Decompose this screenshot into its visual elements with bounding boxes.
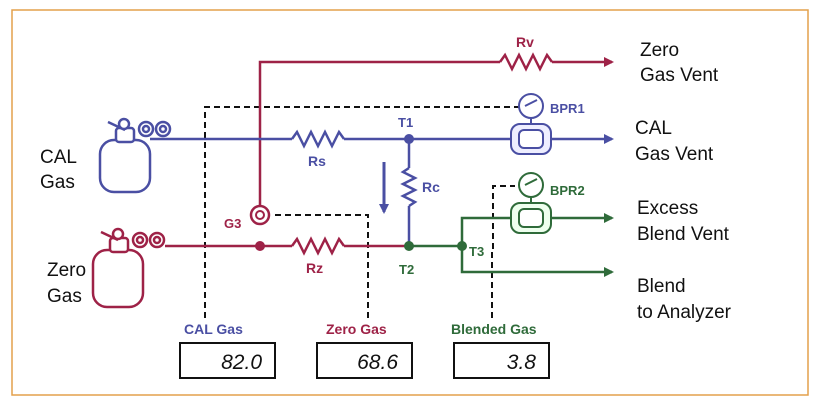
blended-gas-readout-label: Blended Gas: [451, 321, 537, 337]
rz-label: Rz: [306, 260, 323, 276]
cal-gas-cylinder-icon: [98, 117, 172, 194]
t1-node: [404, 134, 414, 144]
blended-gas-readout-value: 3.8: [507, 351, 537, 374]
t3-label: T3: [469, 244, 484, 259]
zero-gas-label-line2: Gas: [47, 286, 82, 307]
g3-gauge-icon: [249, 204, 271, 226]
zero-gas-readout-label: Zero Gas: [326, 321, 387, 337]
zero-gas-readout-box: [316, 342, 413, 379]
bpr2-regulator-icon: [510, 172, 552, 234]
t2-label: T2: [399, 262, 414, 277]
diagram-frame: [11, 9, 809, 396]
dashed-signal-lines: [204, 106, 530, 318]
cal-gas-label-line2: Gas: [40, 172, 75, 193]
cal-gas-label-line1: CAL: [40, 147, 77, 168]
t2-node: [404, 241, 414, 251]
cal-gas-readout-value: 82.0: [221, 351, 262, 374]
blend-to-analyzer-label-line1: Blend: [637, 276, 686, 297]
blended-gas-readout-box: [453, 342, 550, 379]
zero-gas-cylinder-icon: [91, 227, 166, 309]
zero-gas-readout-value: 68.6: [357, 351, 398, 374]
blend-to-analyzer-label-line2: to Analyzer: [637, 302, 732, 323]
t3-node: [457, 241, 467, 251]
blend-analyzer-line: [460, 246, 614, 277]
bpr1-regulator-icon: [510, 93, 552, 155]
blend-up-line: [460, 216, 512, 246]
cal-gas-readout-label: CAL Gas: [184, 321, 243, 337]
zero-gas-vent-label-line1: Zero: [640, 40, 679, 61]
zero-gas-vent-label-line2: Gas Vent: [640, 65, 719, 86]
bpr1-label: BPR1: [550, 101, 585, 116]
rz-resistor: [290, 236, 346, 256]
zero-gas-vent-line: [258, 60, 500, 216]
excess-blend-vent-label-line2: Blend Vent: [637, 224, 730, 245]
rc-resistor: [400, 166, 418, 208]
excess-blend-vent-label-line1: Excess: [637, 198, 698, 219]
cal-gas-readout-box: [179, 342, 276, 379]
rs-label: Rs: [308, 153, 326, 169]
cal-gas-vent-label-line1: CAL: [635, 118, 672, 139]
rc-label: Rc: [422, 179, 440, 195]
t1-label: T1: [398, 115, 413, 130]
bpr2-label: BPR2: [550, 183, 585, 198]
g3-junction-node: [255, 241, 265, 251]
cal-gas-vent-label-line2: Gas Vent: [635, 144, 714, 165]
zero-gas-label-line1: Zero: [47, 260, 86, 281]
rv-label: Rv: [516, 34, 534, 50]
rs-resistor: [290, 129, 346, 149]
rv-resistor: [498, 52, 554, 72]
g3-label: G3: [224, 216, 241, 231]
